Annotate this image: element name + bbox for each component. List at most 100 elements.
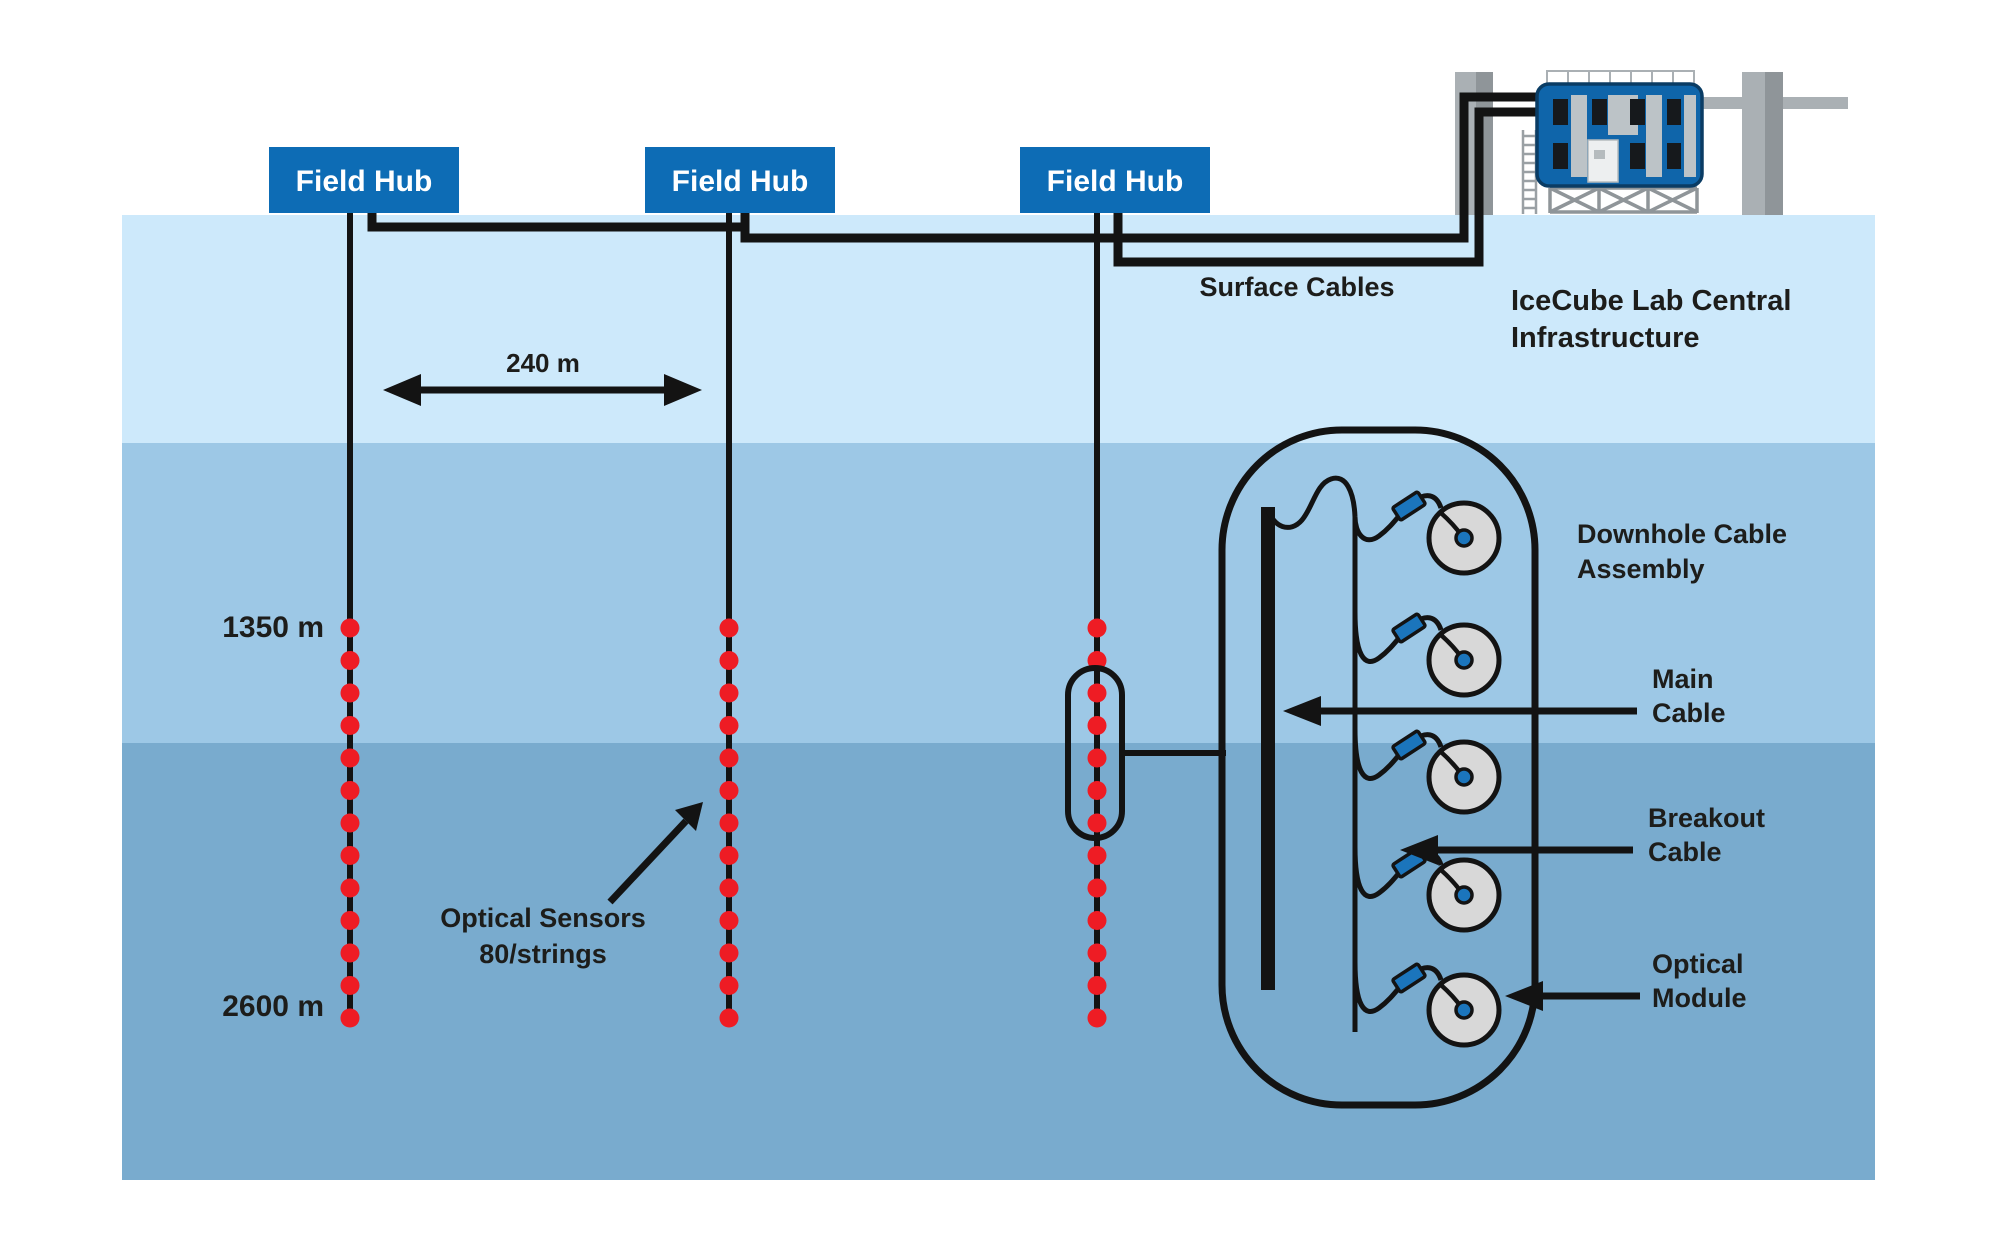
optical-module [1352, 490, 1502, 576]
optical-sensors-arrow-line [607, 818, 689, 905]
optical-sensor-dot [1087, 683, 1107, 703]
optical-sensor-dot [340, 683, 360, 703]
optical-sensor-dot [340, 781, 360, 800]
optical-module-label-line2: Module [1652, 983, 1747, 1013]
optical-module [1352, 611, 1502, 698]
main-cable-label-line2: Cable [1652, 698, 1726, 728]
optical-sensor-dot [1087, 846, 1107, 865]
lab-truss [1548, 186, 1699, 214]
depth-1350-label: 1350 m [222, 611, 324, 644]
optical-sensor-dot [719, 618, 739, 638]
module-pmt-dot [1454, 767, 1474, 787]
sensor-dots [340, 618, 1107, 1028]
optical-sensor-dot [719, 813, 739, 833]
optical-sensors-arrow-icon [675, 802, 703, 831]
lab-building-windows [1553, 95, 1696, 183]
optical-sensor-dot [1087, 878, 1107, 898]
surface-cables [367, 92, 1550, 267]
breakout-connector [1391, 962, 1427, 994]
lab-title-line2: Infrastructure [1511, 322, 1700, 354]
downhole-label: Downhole Cable Assembly [1577, 519, 1787, 584]
ice-band-surface [122, 215, 1875, 443]
optical-sensors-label-line1: Optical Sensors [440, 903, 646, 933]
ice-band-middle [122, 443, 1875, 743]
optical-sensor-dot [1087, 618, 1107, 638]
optical-sensor-dot [340, 813, 360, 833]
optical-sensor-dot [340, 911, 360, 930]
module-pmt-dot [1454, 885, 1474, 905]
optical-sensor-dot [340, 716, 360, 735]
optical-sensor-dot [719, 846, 739, 865]
optical-sensor-dot [719, 878, 739, 898]
spacing-label: 240 m [506, 348, 580, 378]
optical-module-annotation: Optical Module [1505, 949, 1747, 1013]
surface-cable-hub3-to-lab [1113, 107, 1550, 267]
ice-bands [122, 215, 1875, 1180]
optical-module [1352, 961, 1502, 1048]
downhole-cable-assembly-detail [1218, 426, 1539, 1109]
lab-right-pillar-shade [1765, 72, 1783, 215]
spacing-arrow-right-icon [664, 374, 702, 406]
lab-title: IceCube Lab Central Infrastructure [1511, 285, 1791, 354]
optical-sensor-dot [1087, 1008, 1107, 1028]
optical-module-arrow-icon [1505, 981, 1543, 1011]
surface-cable-hub1 [367, 213, 747, 232]
depth-2600-label: 2600 m [222, 990, 324, 1023]
detail-capsule-outline [1218, 426, 1539, 1109]
string-spacing-annotation: 240 m [383, 348, 702, 406]
optical-sensor-dot [340, 651, 360, 670]
lab-ladder [1521, 130, 1538, 214]
lab-roof-railing [1546, 70, 1695, 85]
optical-sensor-dot [340, 748, 360, 768]
downhole-label-line2: Assembly [1577, 554, 1705, 584]
optical-sensor-dot [719, 651, 739, 670]
optical-sensor-dot [340, 943, 360, 963]
optical-sensor-dot [340, 846, 360, 865]
module-pmt-dot [1454, 528, 1474, 548]
optical-modules [1352, 490, 1502, 1048]
breakout-connector [1391, 729, 1427, 761]
field-hub-3-box [1020, 147, 1210, 213]
optical-sensor-dot [719, 911, 739, 930]
main-cable-wave [1265, 475, 1358, 530]
breakout-cable-label-line2: Cable [1648, 837, 1722, 867]
optical-module [1352, 728, 1502, 815]
optical-sensor-dot [719, 716, 739, 735]
optical-sensor-dot [1087, 716, 1107, 735]
breakout-cable-arrow-icon [1400, 835, 1438, 865]
optical-sensor-dot [719, 683, 739, 703]
field-hub-3: Field Hub [1020, 147, 1210, 213]
optical-sensor-dot [1087, 943, 1107, 963]
icecube-lab-building [1535, 82, 1704, 188]
main-cable-annotation: Main Cable [1283, 664, 1726, 728]
optical-sensor-dot [340, 618, 360, 638]
optical-sensors-label-line2: 80/strings [479, 939, 607, 969]
sensor-strings [340, 213, 1107, 1028]
field-hub-2-label: Field Hub [672, 165, 809, 198]
optical-sensor-dot [340, 878, 360, 898]
optical-sensor-dot [1087, 911, 1107, 930]
surface-cables-label: Surface Cables [1199, 272, 1394, 302]
optical-sensor-dot [340, 1008, 360, 1028]
field-hub-1: Field Hub [269, 147, 459, 213]
optical-sensors-annotation: Optical Sensors 80/strings [440, 802, 703, 969]
field-hub-1-box [269, 147, 459, 213]
breakout-connector [1391, 612, 1427, 644]
surface-cable-hub2-to-lab [740, 92, 1550, 243]
optical-sensor-dot [1087, 748, 1107, 768]
module-pmt-dot [1454, 1000, 1474, 1020]
module-pmt-dot [1454, 650, 1474, 670]
optical-sensor-dot [719, 976, 739, 995]
main-cable-arrow-icon [1283, 696, 1321, 726]
optical-sensor-dot [1087, 976, 1107, 995]
field-hub-2-box [645, 147, 835, 213]
optical-sensor-dot [719, 748, 739, 768]
optical-sensor-dot [719, 781, 739, 800]
field-hub-2: Field Hub [645, 147, 835, 213]
breakout-cable-label-line1: Breakout [1648, 803, 1765, 833]
field-hub-3-label: Field Hub [1047, 165, 1184, 198]
optical-sensor-dot [719, 1008, 739, 1028]
lab-title-line1: IceCube Lab Central [1511, 285, 1791, 317]
